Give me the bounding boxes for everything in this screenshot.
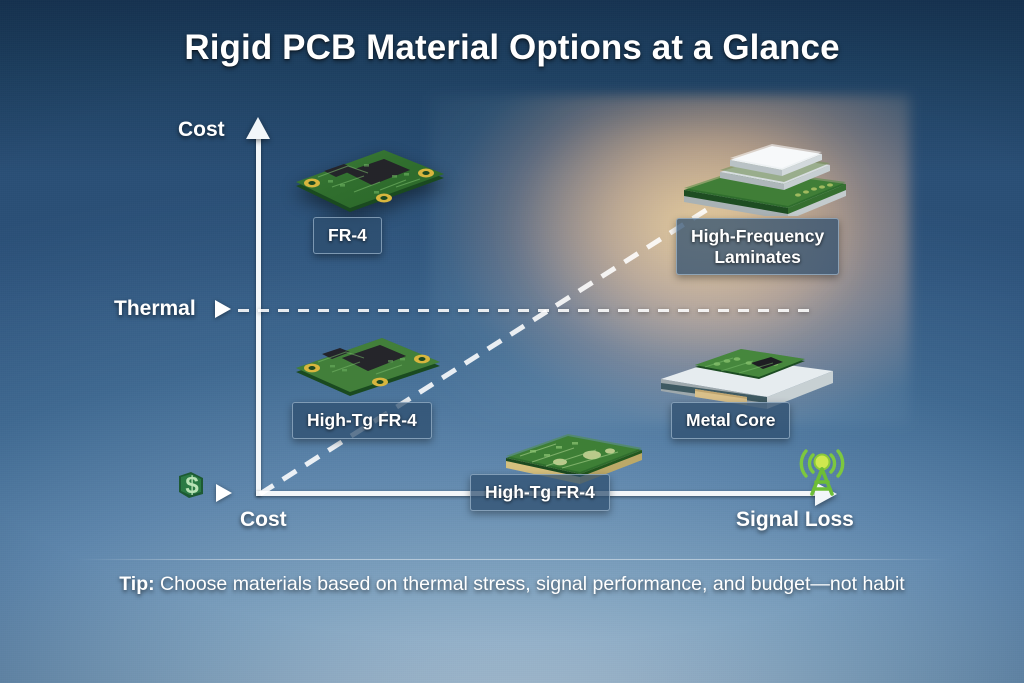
board-high-tg-fr4-left	[288, 328, 444, 405]
material-label-high-frequency-laminates[interactable]: High-Frequency Laminates	[676, 218, 840, 276]
material-label-high-tg-fr4-bottom[interactable]: High-Tg FR-4	[470, 474, 610, 511]
x-axis-origin-label: Cost	[240, 508, 287, 531]
money-dollar-icon: $	[173, 466, 211, 504]
material-label-high-tg-fr4-left[interactable]: High-Tg FR-4	[292, 402, 432, 439]
tip-text: Tip: Choose materials based on thermal s…	[0, 573, 1024, 596]
x-axis-end-label: Signal Loss	[736, 508, 854, 531]
cost-arrow-icon	[216, 484, 232, 502]
arrow-up-icon	[246, 117, 270, 139]
thermal-guide-label: Thermal	[114, 297, 196, 320]
board-metal-core	[655, 337, 837, 414]
page-title: Rigid PCB Material Options at a Glance	[184, 28, 840, 67]
thermal-arrow-icon	[215, 300, 231, 318]
board-fr4	[288, 142, 446, 214]
signal-tower-icon	[793, 442, 851, 500]
footer-divider	[76, 559, 948, 560]
tip-prefix: Tip:	[119, 573, 155, 595]
y-axis-label: Cost	[178, 118, 225, 141]
y-axis-line	[256, 135, 261, 496]
material-label-fr4[interactable]: FR-4	[313, 217, 382, 254]
material-label-metal-core[interactable]: Metal Core	[671, 402, 791, 439]
board-high-frequency-laminates	[680, 136, 850, 221]
tip-body: Choose materials based on thermal stress…	[154, 573, 905, 595]
thermal-dashed-guide	[238, 309, 813, 312]
svg-text:$: $	[185, 472, 199, 499]
